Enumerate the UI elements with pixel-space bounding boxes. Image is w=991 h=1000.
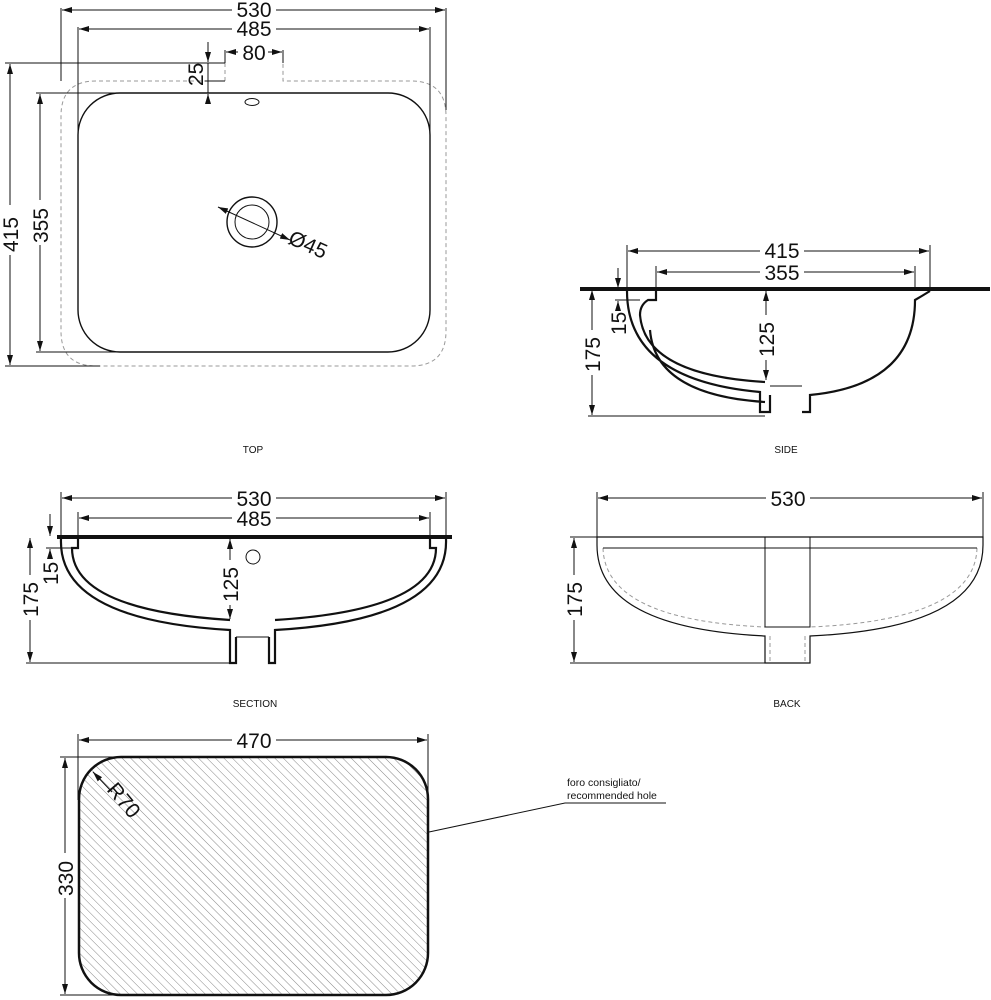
hole-note-english: recommended hole (567, 790, 657, 802)
top-dim-inner-depth: 355 (30, 208, 53, 243)
section-dim-inner-width: 485 (236, 508, 271, 531)
hole-dim-width: 470 (236, 730, 271, 753)
hole-note-italian: foro consigliato/ (567, 777, 641, 789)
section-dim-bowl-depth: 125 (220, 567, 243, 602)
top-view: Ø45 530 485 80 415 355 25 TOP (0, 0, 447, 456)
side-dim-height: 175 (582, 337, 605, 372)
drain-diameter-label: Ø45 (285, 227, 331, 264)
back-view-label: BACK (773, 699, 801, 710)
side-bowl-profile (625, 290, 931, 414)
section-view: 530 485 175 15 125 SECTION (20, 488, 452, 710)
back-view: 530 175 BACK (564, 488, 984, 710)
top-dim-inner-width: 485 (236, 18, 271, 41)
top-outer-outline (60, 63, 447, 367)
hole-cutout-shape (77, 755, 430, 997)
section-bowl-profile (59, 538, 448, 665)
drain-inner-circle (234, 204, 270, 240)
back-dim-height: 175 (564, 582, 587, 617)
side-dim-rim: 15 (608, 312, 631, 335)
hole-dim-height: 330 (55, 861, 78, 896)
section-view-label: SECTION (233, 699, 277, 710)
top-view-label: TOP (243, 445, 264, 456)
section-dim-rim: 15 (40, 562, 63, 585)
recommended-hole-view: 470 330 R70 foro consigliato/ recommende… (55, 730, 666, 997)
side-dim-overall-depth: 415 (764, 240, 799, 263)
top-basin-outline (77, 92, 431, 353)
back-dim-overall-width: 530 (770, 488, 805, 511)
side-view-label: SIDE (774, 445, 798, 456)
top-dim-notch-width: 80 (242, 42, 265, 65)
side-dim-bowl-depth: 125 (756, 322, 779, 357)
side-dim-inner-depth: 355 (764, 262, 799, 285)
top-dim-overall-width: 530 (236, 0, 271, 22)
top-dim-notch-depth: 25 (185, 63, 208, 86)
section-overflow-hole (245, 549, 261, 565)
section-dim-height: 175 (20, 582, 43, 617)
top-dim-overall-depth: 415 (0, 217, 23, 252)
hole-leader-line (428, 802, 666, 833)
drain-dim-line (217, 206, 291, 241)
side-view: 415 355 175 15 125 SIDE (580, 240, 990, 456)
section-dim-overall-width: 530 (236, 488, 271, 511)
overflow-hole (244, 98, 260, 106)
back-outline (596, 536, 984, 664)
